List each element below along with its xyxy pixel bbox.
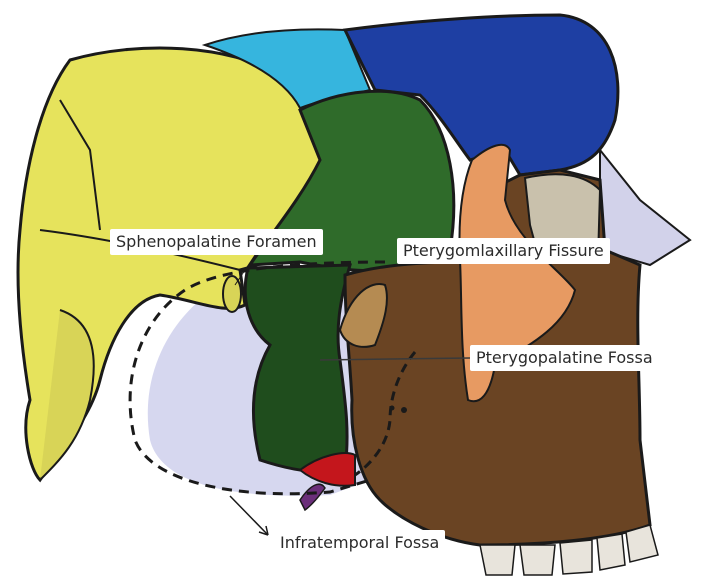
tooth xyxy=(560,540,592,574)
pterygopalatine-fossa-label: Pterygopalatine Fossa xyxy=(470,345,659,371)
sphenopalatine-foramen-label: Sphenopalatine Foramen xyxy=(110,229,323,255)
tooth xyxy=(480,545,515,575)
tooth xyxy=(520,545,555,575)
sphenopalatine-foramen-cylinder xyxy=(223,276,241,312)
infratemporal-fossa-label: Infratemporal Fossa xyxy=(274,530,445,556)
tooth xyxy=(626,525,658,562)
tooth xyxy=(597,534,625,570)
lavender-bone-right xyxy=(600,150,690,265)
dark-green-plate[interactable] xyxy=(245,265,350,472)
pterygomaxillary-fissure-label: Pterygomlaxillary Fissure xyxy=(397,238,610,264)
brown-bone-foramen xyxy=(401,407,407,413)
leader-infratemporal xyxy=(230,496,268,535)
